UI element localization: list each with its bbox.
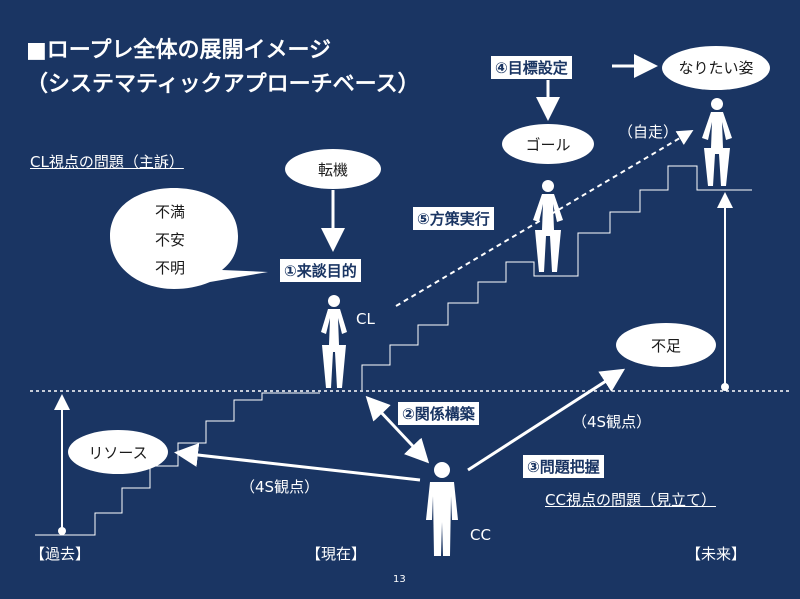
- to-resource-arrow: [174, 443, 421, 482]
- trigger-oval: [285, 149, 381, 189]
- ideal-oval: [662, 46, 770, 90]
- complaint-unclear: 不明: [154, 259, 185, 277]
- ideal-person-icon: [702, 98, 732, 186]
- complaint-dissatisfaction: 不満: [154, 203, 185, 221]
- shortage-label: 不足: [650, 337, 681, 355]
- time-future-label: 【未来】: [686, 545, 747, 563]
- cc-issue-label: CC視点の問題（見立て）: [545, 491, 716, 509]
- resource-label: リソース: [88, 444, 148, 462]
- slide-title-line2: （システマティックアプローチベース）: [26, 72, 420, 97]
- cl-issue-label: CL視点の問題（主訴）: [30, 153, 184, 171]
- past-arrow-dot: [58, 527, 66, 535]
- step4-goal-box: ④目標設定: [491, 56, 572, 79]
- step5-action-box: ⑤方策実行: [413, 207, 494, 230]
- step2-relationship-box: ②関係構築: [398, 402, 479, 425]
- viewpoint-right-label: （4S観点）: [572, 413, 652, 431]
- self-drive-label: （自走）: [618, 123, 679, 141]
- goal-oval: [502, 124, 594, 164]
- future-arrow-dot: [721, 383, 729, 391]
- resource-oval: [68, 430, 168, 474]
- goal-person-icon: [533, 180, 563, 272]
- ideal-label: なりたい姿: [678, 59, 754, 77]
- slide-title-line1: ■ロープレ全体の展開イメージ: [26, 38, 332, 63]
- time-past-label: 【過去】: [30, 545, 91, 563]
- cc-label: CC: [470, 526, 491, 544]
- step3-problem-box: ③問題把握: [523, 455, 604, 478]
- cl-person-icon: [321, 295, 347, 388]
- goal-label: ゴール: [525, 136, 571, 154]
- cc-person-icon: [426, 462, 458, 556]
- viewpoint-left-label: （4S観点）: [240, 478, 320, 496]
- page-number: 13: [393, 574, 406, 585]
- shortage-oval: [616, 323, 716, 367]
- to-shortage-arrow: [467, 368, 626, 472]
- trigger-label: 転機: [317, 161, 348, 179]
- self-drive-dashed-arrow: [395, 129, 694, 307]
- time-present-label: 【現在】: [306, 545, 367, 563]
- complaint-anxiety: 不安: [154, 231, 185, 249]
- upper-staircase: [361, 165, 752, 390]
- cl-label: CL: [356, 310, 375, 328]
- relationship-arrow: [365, 395, 430, 464]
- complaint-speech-bubble: [110, 188, 268, 289]
- step1-purpose-box: ①来談目的: [280, 259, 361, 282]
